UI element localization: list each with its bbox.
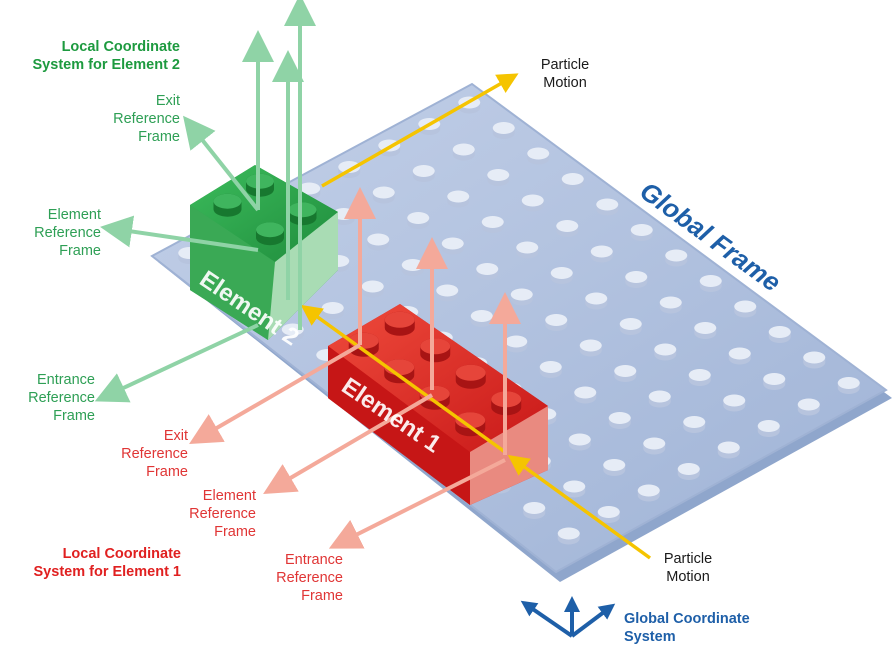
plate-stud: [481, 216, 504, 234]
particle-motion-arrow-top: [321, 73, 519, 188]
plate-stud: [654, 343, 677, 361]
plate-stud: [619, 318, 642, 335]
plate-stud: [763, 373, 786, 390]
element-1-reference-arrows: [189, 187, 521, 549]
plate-stud: [694, 322, 717, 339]
plate-stud: [470, 310, 493, 327]
element-2-stud: [288, 202, 317, 226]
plate-stud: [699, 275, 722, 292]
plate-stud: [556, 220, 579, 237]
plate-stud: [688, 369, 711, 386]
plate-stud: [476, 263, 499, 280]
plate-stud: [550, 267, 573, 284]
plate-stud: [643, 437, 666, 455]
plate-stud: [561, 173, 584, 190]
element-1-studs: [348, 311, 522, 437]
plate-stud: [452, 143, 475, 161]
plate-stud: [837, 377, 860, 395]
plate-stud: [539, 361, 562, 378]
plate-stud: [412, 165, 435, 182]
plate-stud: [734, 300, 757, 318]
plate-stud: [597, 506, 620, 523]
element-2-stud: [256, 222, 284, 246]
plate-stud: [523, 502, 546, 519]
plate-stud: [665, 249, 688, 267]
plate-stud: [545, 314, 568, 331]
plate-stud: [768, 326, 791, 343]
plate-stud: [579, 339, 602, 357]
plate-stud: [557, 527, 580, 545]
plate-stud: [521, 194, 544, 212]
plate-stud: [492, 122, 515, 139]
plate-stud: [321, 302, 344, 319]
plate-stud: [487, 169, 510, 186]
particle-motion-arrow-bottom: [507, 454, 652, 560]
plate-stud: [648, 390, 671, 408]
plate-stud: [683, 416, 706, 434]
plate-stud: [637, 484, 660, 502]
plate-stud: [677, 463, 700, 480]
plate-stud: [568, 433, 591, 451]
element-1-stud: [455, 364, 486, 389]
plate-stud: [367, 233, 390, 251]
global-frame-plate: [150, 82, 892, 582]
plate-stud: [603, 459, 626, 476]
local-cs-element-1-title: Local Coordinate System for Element 1: [33, 546, 181, 580]
plate-stud: [659, 296, 682, 314]
plate-stud: [757, 420, 780, 437]
plate-stud: [585, 292, 608, 310]
element-1-stud: [384, 311, 415, 336]
plate-stud: [630, 224, 653, 241]
global-coordinate-system-icon: [520, 596, 616, 638]
plate-stud: [574, 386, 597, 404]
element-2-reference-arrows: [94, 0, 316, 403]
plate-stud: [614, 365, 637, 382]
plate-stud: [625, 271, 648, 288]
plate-stud: [407, 212, 430, 229]
plate-stud: [596, 198, 619, 216]
plate-stud: [723, 394, 746, 412]
plate-stud: [505, 335, 528, 353]
plate-stud: [797, 398, 820, 416]
plate-stud: [728, 347, 751, 365]
plate-stud: [516, 241, 539, 259]
local-cs-element-2-title: Local Coordinate System for Element 2: [32, 39, 180, 73]
plate-stud: [803, 351, 826, 369]
element-1-stud: [420, 338, 451, 363]
plate-stud: [372, 186, 395, 204]
plate-stud: [527, 147, 550, 165]
plate-stud: [563, 480, 586, 498]
plate-stud: [717, 441, 740, 459]
plate-stud: [361, 280, 384, 298]
particle-motion-arrows: [300, 73, 652, 560]
plate-stud: [447, 190, 470, 208]
plate-stud: [510, 288, 533, 306]
element-1-stud: [384, 359, 415, 384]
particle-motion-arrow-middle: [300, 304, 507, 454]
plate-stud: [590, 245, 613, 263]
element-2-stud: [213, 193, 242, 217]
plate-stud: [436, 284, 459, 302]
plate-stud: [608, 412, 631, 429]
plate-stud: [401, 259, 424, 276]
plate-stud: [441, 237, 464, 255]
